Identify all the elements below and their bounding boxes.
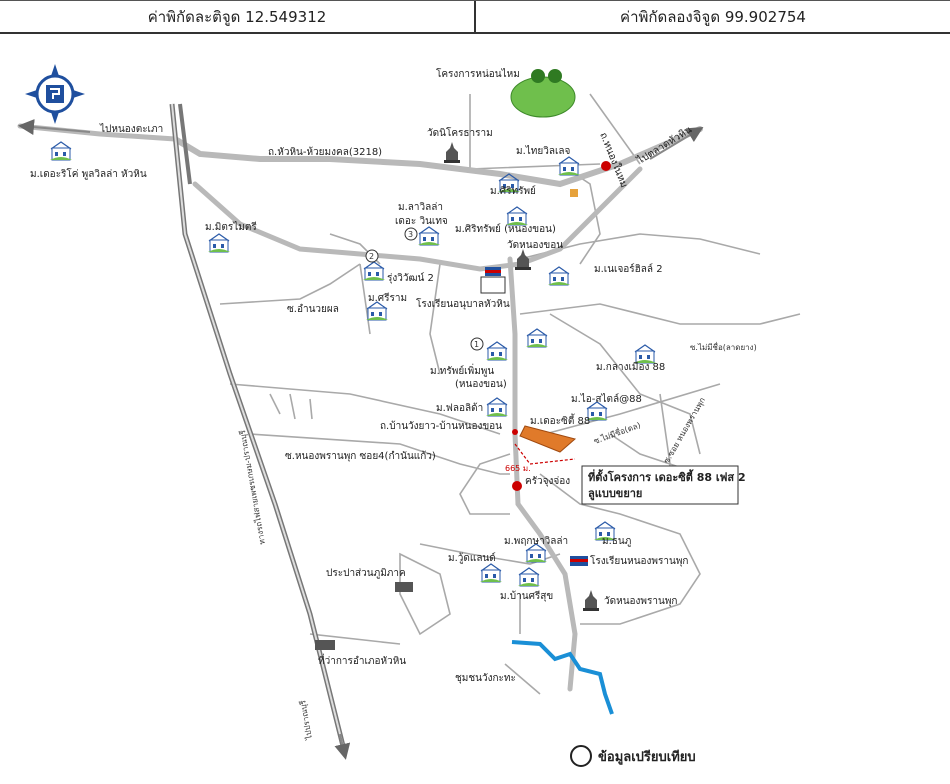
house-icon: [557, 156, 581, 176]
project-callout: ที่ตั้งโครงการ เดอะซิตี้ 88 เฟส 2 ลูแบบข…: [581, 465, 746, 505]
place-label: ม.วู้ดแลนด์: [448, 552, 496, 564]
junction-dot: [512, 429, 518, 435]
house-icon: [485, 397, 509, 417]
marker-1: 1: [470, 337, 484, 351]
temple-icon: [583, 590, 599, 611]
shop-icon: [601, 161, 611, 171]
road-label: ซ.หนองพรานพุก ซอย4(กำนันแก้ว): [285, 450, 436, 462]
place-label: โรงเรียนอนุบาลหัวหิน: [416, 297, 510, 310]
place-label: ม.เนเจอร์ฮิลล์ 2: [594, 263, 663, 275]
coordinate-header: ค่าพิกัดละติจูด 12.549312 ค่าพิกัดลองจิจ…: [0, 0, 950, 34]
place-label: (หนองขอน): [455, 379, 507, 390]
house-icon: [362, 261, 386, 281]
house-icon: [49, 141, 73, 161]
house-icon: [479, 563, 503, 583]
marker-3: 3: [404, 227, 418, 241]
place-label: ม.ฟลอลิด้า: [436, 402, 483, 414]
place-label: โครงการหน่อนไหม: [436, 67, 520, 80]
tree-icon: [531, 69, 545, 83]
arrow-south: [334, 733, 351, 760]
place-label: ม.ศิริทรัพย์ (หนองขอน): [455, 223, 556, 235]
place-label: ม.ธนภู: [602, 536, 631, 547]
place-label: ม.ศรีราม: [368, 292, 407, 304]
temple-icon: [444, 142, 460, 163]
marker-2: 2: [365, 249, 379, 263]
place-label: ครัวจุงจ่อง: [525, 476, 570, 487]
longitude-cell: ค่าพิกัดลองจิจูด 99.902754: [474, 1, 950, 32]
park-area: [510, 76, 576, 118]
waterworks-icon: [395, 582, 413, 592]
house-icon: [525, 328, 549, 348]
tree-icon: [548, 69, 562, 83]
road-label: ถ.บ้านวังยาว-บ้านหนองขอน: [380, 420, 502, 432]
road-label: ถ.หัวหิน-ห้วยมงคล(3218): [268, 146, 382, 158]
arrow-northeast: [649, 126, 704, 160]
location-map: 1 2 3 ไปหนองตะเภา ถ.หัวหิน-ห้วยมงคล(3218…: [17, 64, 801, 767]
svg-text:1: 1: [474, 340, 479, 349]
place-label: ม.กลางเมือง 88: [596, 361, 665, 373]
house-icon: [485, 341, 509, 361]
restaurant-icon: [512, 481, 522, 491]
distance-line: [514, 443, 576, 465]
place-label: ม.ไอ-สไตล์@88: [571, 393, 642, 405]
place-label: วัดนิโครธาราม: [427, 126, 493, 139]
svg-text:ที่ตั้งโครงการ เดอะซิตี้ 88 เฟ: ที่ตั้งโครงการ เดอะซิตี้ 88 เฟส 2: [588, 469, 746, 484]
place-label: ม.ทรัพย์เพิ่มพูน: [430, 363, 494, 377]
place-label: โรงเรียนหนองพรานพุก: [590, 554, 689, 567]
shop-icon: [570, 189, 578, 197]
railway-line: [169, 103, 348, 755]
place-label: เดอะ วินเทจ: [395, 216, 448, 227]
house-icon: [633, 344, 657, 364]
minor-roads: [219, 93, 801, 695]
stream: [511, 640, 614, 715]
place-label: วัดหนองพรานพุก: [604, 596, 678, 607]
place-label: ที่ว่าการอำเภอหัวหิน: [318, 653, 406, 667]
place-label: ม.ลาวิลล่า: [398, 202, 443, 213]
road-label: ซ.ไม่มีชื่อ(ดล): [592, 419, 642, 446]
school-icon: [480, 267, 506, 294]
place-label: รุ่งวิวัฒน์ 2: [387, 272, 434, 284]
place-label: ม.ไทยวิลเลจ: [516, 145, 571, 157]
place-label: ม.มิตรไมตรี: [205, 221, 257, 233]
place-label: ชุมชนวังกะทะ: [455, 673, 516, 684]
road-label: ซ.อำนวยผล: [287, 304, 339, 315]
project-site-parcel: [519, 425, 577, 453]
government-icon: [315, 640, 335, 650]
house-icon: [547, 266, 571, 286]
house-icon: [505, 206, 529, 226]
svg-text:ข้อมูลเปรียบเทียบ: ข้อมูลเปรียบเทียบ: [598, 749, 696, 765]
temple-icon: [515, 249, 531, 270]
distance-label: 665 ม.: [505, 464, 531, 473]
house-icon: [365, 301, 389, 321]
place-label: ม.ศิริทรัพย์: [490, 185, 536, 197]
place-label: วัดหนองขอน: [507, 240, 563, 251]
road-label: ไปตลาดหัวหิน: [634, 124, 694, 168]
place-label: ม.เดอะริโค่ พูลวิลล่า หัวหิน: [30, 167, 147, 180]
place-label: ประปาส่วนภูมิภาค: [326, 568, 406, 579]
legend: ข้อมูลเปรียบเทียบ: [570, 745, 696, 767]
school-icon: [570, 556, 588, 566]
place-label: ม.พฤกษาวิลล่า: [504, 536, 568, 547]
place-label: ม.เดอะซิตี้ 88: [530, 413, 590, 427]
svg-text:2: 2: [369, 252, 374, 261]
house-icon: [517, 567, 541, 587]
svg-text:3: 3: [408, 230, 413, 239]
svg-text:ลูแบบขยาย: ลูแบบขยาย: [588, 487, 642, 501]
house-icon: [207, 233, 231, 253]
house-icon: [417, 226, 441, 246]
place-label: ม.บ้านศรีสุข: [500, 590, 553, 602]
road-label: ไปหนองตะเภา: [99, 123, 163, 135]
arrow-west: [18, 119, 91, 136]
road-label: ซ.ไม่มีชื่อ(ลาดยาง): [690, 341, 757, 352]
compass-logo: [25, 64, 85, 124]
latitude-cell: ค่าพิกัดละติจูด 12.549312: [147, 7, 327, 26]
road-label: ไปปราณบุรี: [298, 699, 314, 741]
